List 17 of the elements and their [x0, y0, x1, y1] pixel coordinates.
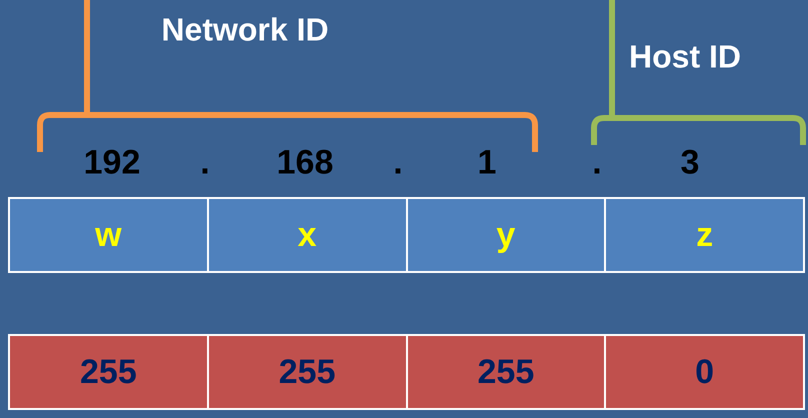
octet-value: 168	[276, 144, 334, 182]
bracket-label: Host ID	[629, 38, 741, 76]
bracket-label: Network ID	[161, 12, 329, 48]
dot-separator: .	[393, 144, 403, 182]
octet-cell: y	[408, 199, 606, 271]
mask-cell: 255	[208, 336, 408, 408]
mask-cell: 255	[10, 336, 209, 408]
octet-value: 192	[84, 144, 140, 182]
dot-separator: .	[592, 144, 602, 182]
octet-value: 1	[478, 144, 496, 182]
dot-separator: .	[200, 144, 210, 182]
octet-value: 3	[680, 144, 700, 182]
octet-cell: w	[10, 199, 209, 271]
mask-cell: 0	[606, 336, 803, 408]
mask-cell: 255	[408, 336, 606, 408]
octet-cell: x	[208, 199, 408, 271]
octet-cell: z	[606, 199, 803, 271]
